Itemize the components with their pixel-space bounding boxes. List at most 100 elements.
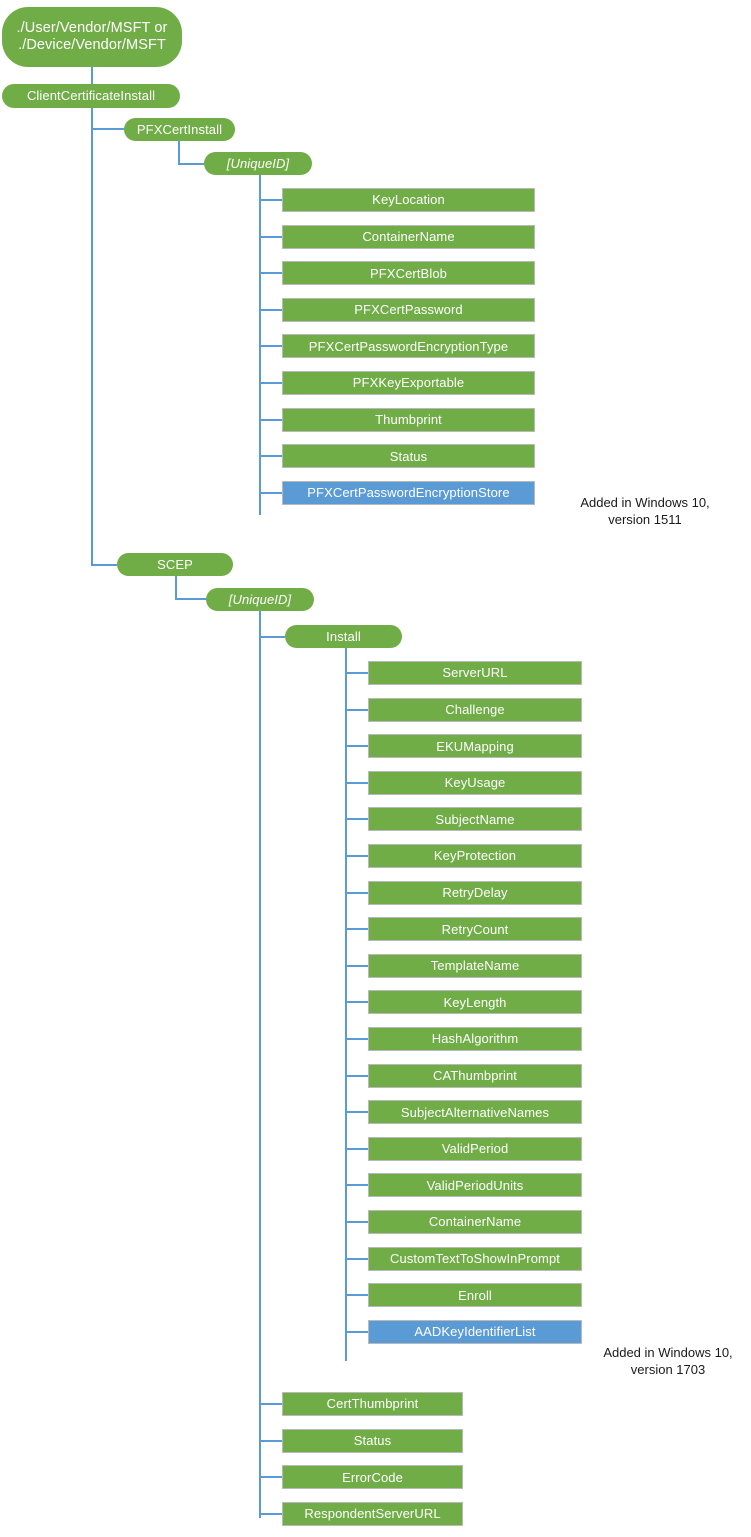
leaf-label: PFXCertPassword (354, 302, 463, 318)
node-scep[interactable]: SCEP (117, 553, 233, 576)
leaf-pfx-connector (259, 491, 282, 494)
note-pfx-line2: version 1511 (608, 512, 682, 528)
leaf-pfx-status[interactable]: Status (282, 444, 535, 469)
connector-to-pfxcertinstall (91, 128, 124, 130)
leaf-scep-install-connector (345, 745, 368, 748)
leaf-pfx-connector (259, 199, 282, 201)
leaf-scep-install-keyusage[interactable]: KeyUsage (368, 770, 582, 795)
leaf-scep-install-connector (345, 818, 368, 821)
leaf-label: AADKeyIdentifierList (414, 1324, 536, 1340)
leaf-pfx-connector (259, 455, 282, 458)
leaf-label: HashAlgorithm (431, 1031, 519, 1047)
leaf-pfx-thumbprint[interactable]: Thumbprint (282, 407, 535, 432)
leaf-pfx-connector (259, 235, 282, 238)
note-scep-line1: Added in Windows 10, (603, 1345, 733, 1360)
leaf-label: KeyProtection (433, 848, 517, 864)
leaf-scep-install-connector (345, 1294, 368, 1297)
leaf-pfx-pfxcertblob[interactable]: PFXCertBlob (282, 261, 535, 286)
leaf-scep-install-enroll[interactable]: Enroll (368, 1283, 582, 1308)
leaf-scep-install-cathumbprint[interactable]: CAThumbprint (368, 1063, 582, 1088)
connector-trunk-scep-uniqueid (259, 611, 261, 1518)
leaf-scep-install-aadkeyidentifierlist[interactable]: AADKeyIdentifierList (368, 1319, 582, 1344)
note-scep-line2: version 1703 (630, 1362, 706, 1378)
leaf-scep-install-connector (345, 1111, 368, 1114)
leaf-scep-install-validperiodunits[interactable]: ValidPeriodUnits (368, 1173, 582, 1198)
leaf-scep-install-containername[interactable]: ContainerName (368, 1210, 582, 1234)
connector-trunk-clientcertificateinstall (91, 108, 93, 566)
note-scep-added-version: Added in Windows 10, version 1703 (592, 1344, 744, 1378)
leaf-label: KeyLength (443, 994, 507, 1010)
leaf-scep-install-challenge[interactable]: Challenge (368, 697, 582, 722)
leaf-scep-install-connector (345, 1330, 368, 1333)
node-root-line2: ./Device/Vendor/MSFT (18, 37, 166, 53)
connector-to-scep-install (259, 636, 285, 638)
leaf-scep-install-subjectalternativenames[interactable]: SubjectAlternativeNames (368, 1100, 582, 1125)
leaf-label: PFXKeyExportable (352, 375, 465, 391)
leaf-pfx-connector (259, 272, 282, 275)
leaf-scep-connector (259, 1476, 282, 1479)
connector-root-to-clientcertificateinstall (91, 67, 93, 85)
leaf-label: CustomTextToShowInPrompt (389, 1250, 561, 1266)
leaf-scep-respondentserverurl[interactable]: RespondentServerURL (282, 1501, 463, 1526)
connector-scep-to-uniqueid (175, 598, 206, 600)
leaf-pfx-connector (259, 382, 282, 384)
leaf-scep-install-connector (345, 1147, 368, 1150)
leaf-label: Enroll (458, 1287, 492, 1303)
leaf-scep-install-connector (345, 1257, 368, 1260)
connector-scep-down (175, 576, 177, 599)
leaf-pfx-connector (259, 345, 282, 348)
leaf-label: ErrorCode (342, 1469, 403, 1485)
leaf-label: ContainerName (428, 1214, 522, 1230)
leaf-pfx-pfxcertpassword[interactable]: PFXCertPassword (282, 297, 535, 322)
leaf-scep-install-validperiod[interactable]: ValidPeriod (368, 1136, 582, 1161)
leaf-scep-install-keylength[interactable]: KeyLength (368, 990, 582, 1015)
node-pfxcertinstall[interactable]: PFXCertInstall (124, 118, 235, 141)
leaf-scep-install-connector (345, 1184, 368, 1187)
leaf-label: KeyUsage (444, 775, 506, 791)
note-pfx-added-version: Added in Windows 10, version 1511 (545, 494, 745, 528)
leaf-pfx-keylocation[interactable]: KeyLocation (282, 188, 535, 212)
leaf-label: Status (389, 448, 428, 464)
leaf-scep-status[interactable]: Status (282, 1428, 463, 1453)
connector-to-scep (91, 564, 117, 566)
leaf-pfx-pfxcertpasswordencryptionstore[interactable]: PFXCertPasswordEncryptionStore (282, 480, 535, 505)
leaf-scep-install-keyprotection[interactable]: KeyProtection (368, 844, 582, 868)
leaf-scep-install-ekumapping[interactable]: EKUMapping (368, 734, 582, 759)
node-pfx-unique-id[interactable]: [UniqueID] (204, 152, 312, 175)
leaf-scep-install-customtexttoshowinprompt[interactable]: CustomTextToShowInPrompt (368, 1246, 582, 1271)
leaf-scep-install-connector (345, 708, 368, 711)
connector-pfxcertinstall-down (178, 141, 180, 164)
node-root-line1: ./User/Vendor/MSFT or (16, 19, 168, 36)
connector-trunk-pfx-uniqueid (259, 175, 261, 515)
leaf-scep-connector (259, 1439, 282, 1442)
leaf-scep-install-hashalgorithm[interactable]: HashAlgorithm (368, 1027, 582, 1051)
leaf-scep-errorcode[interactable]: ErrorCode (282, 1465, 463, 1490)
leaf-label: ServerURL (442, 665, 508, 681)
leaf-label: TemplateName (430, 958, 520, 974)
leaf-scep-install-templatename[interactable]: TemplateName (368, 953, 582, 978)
leaf-label: ContainerName (362, 228, 455, 244)
leaf-scep-install-retrycount[interactable]: RetryCount (368, 917, 582, 942)
node-root-vendor-path[interactable]: ./User/Vendor/MSFT or ./Device/Vendor/MS… (2, 7, 182, 67)
leaf-pfx-connector (259, 308, 282, 311)
node-scep-unique-id[interactable]: [UniqueID] (206, 588, 314, 611)
leaf-pfx-pfxcertpasswordencryptiontype[interactable]: PFXCertPasswordEncryptionType (282, 334, 535, 359)
leaf-pfx-pfxkeyexportable[interactable]: PFXKeyExportable (282, 371, 535, 395)
node-scep-install[interactable]: Install (285, 625, 402, 648)
leaf-label: PFXCertPasswordEncryptionType (308, 338, 509, 354)
leaf-scep-certthumbprint[interactable]: CertThumbprint (282, 1392, 463, 1416)
leaf-scep-install-connector (345, 781, 368, 784)
leaf-scep-install-connector (345, 1038, 368, 1040)
leaf-scep-install-connector (345, 1221, 368, 1223)
leaf-scep-install-subjectname[interactable]: SubjectName (368, 807, 582, 832)
leaf-pfx-connector (259, 418, 282, 421)
node-clientcertificateinstall[interactable]: ClientCertificateInstall (2, 84, 180, 108)
leaf-pfx-containername[interactable]: ContainerName (282, 224, 535, 249)
leaf-scep-install-retrydelay[interactable]: RetryDelay (368, 880, 582, 905)
connector-pfxcertinstall-to-uniqueid (178, 163, 204, 165)
leaf-scep-install-serverurl[interactable]: ServerURL (368, 661, 582, 685)
leaf-label: RespondentServerURL (304, 1506, 441, 1522)
leaf-label: CertThumbprint (326, 1396, 419, 1412)
leaf-label: ValidPeriod (441, 1141, 509, 1157)
